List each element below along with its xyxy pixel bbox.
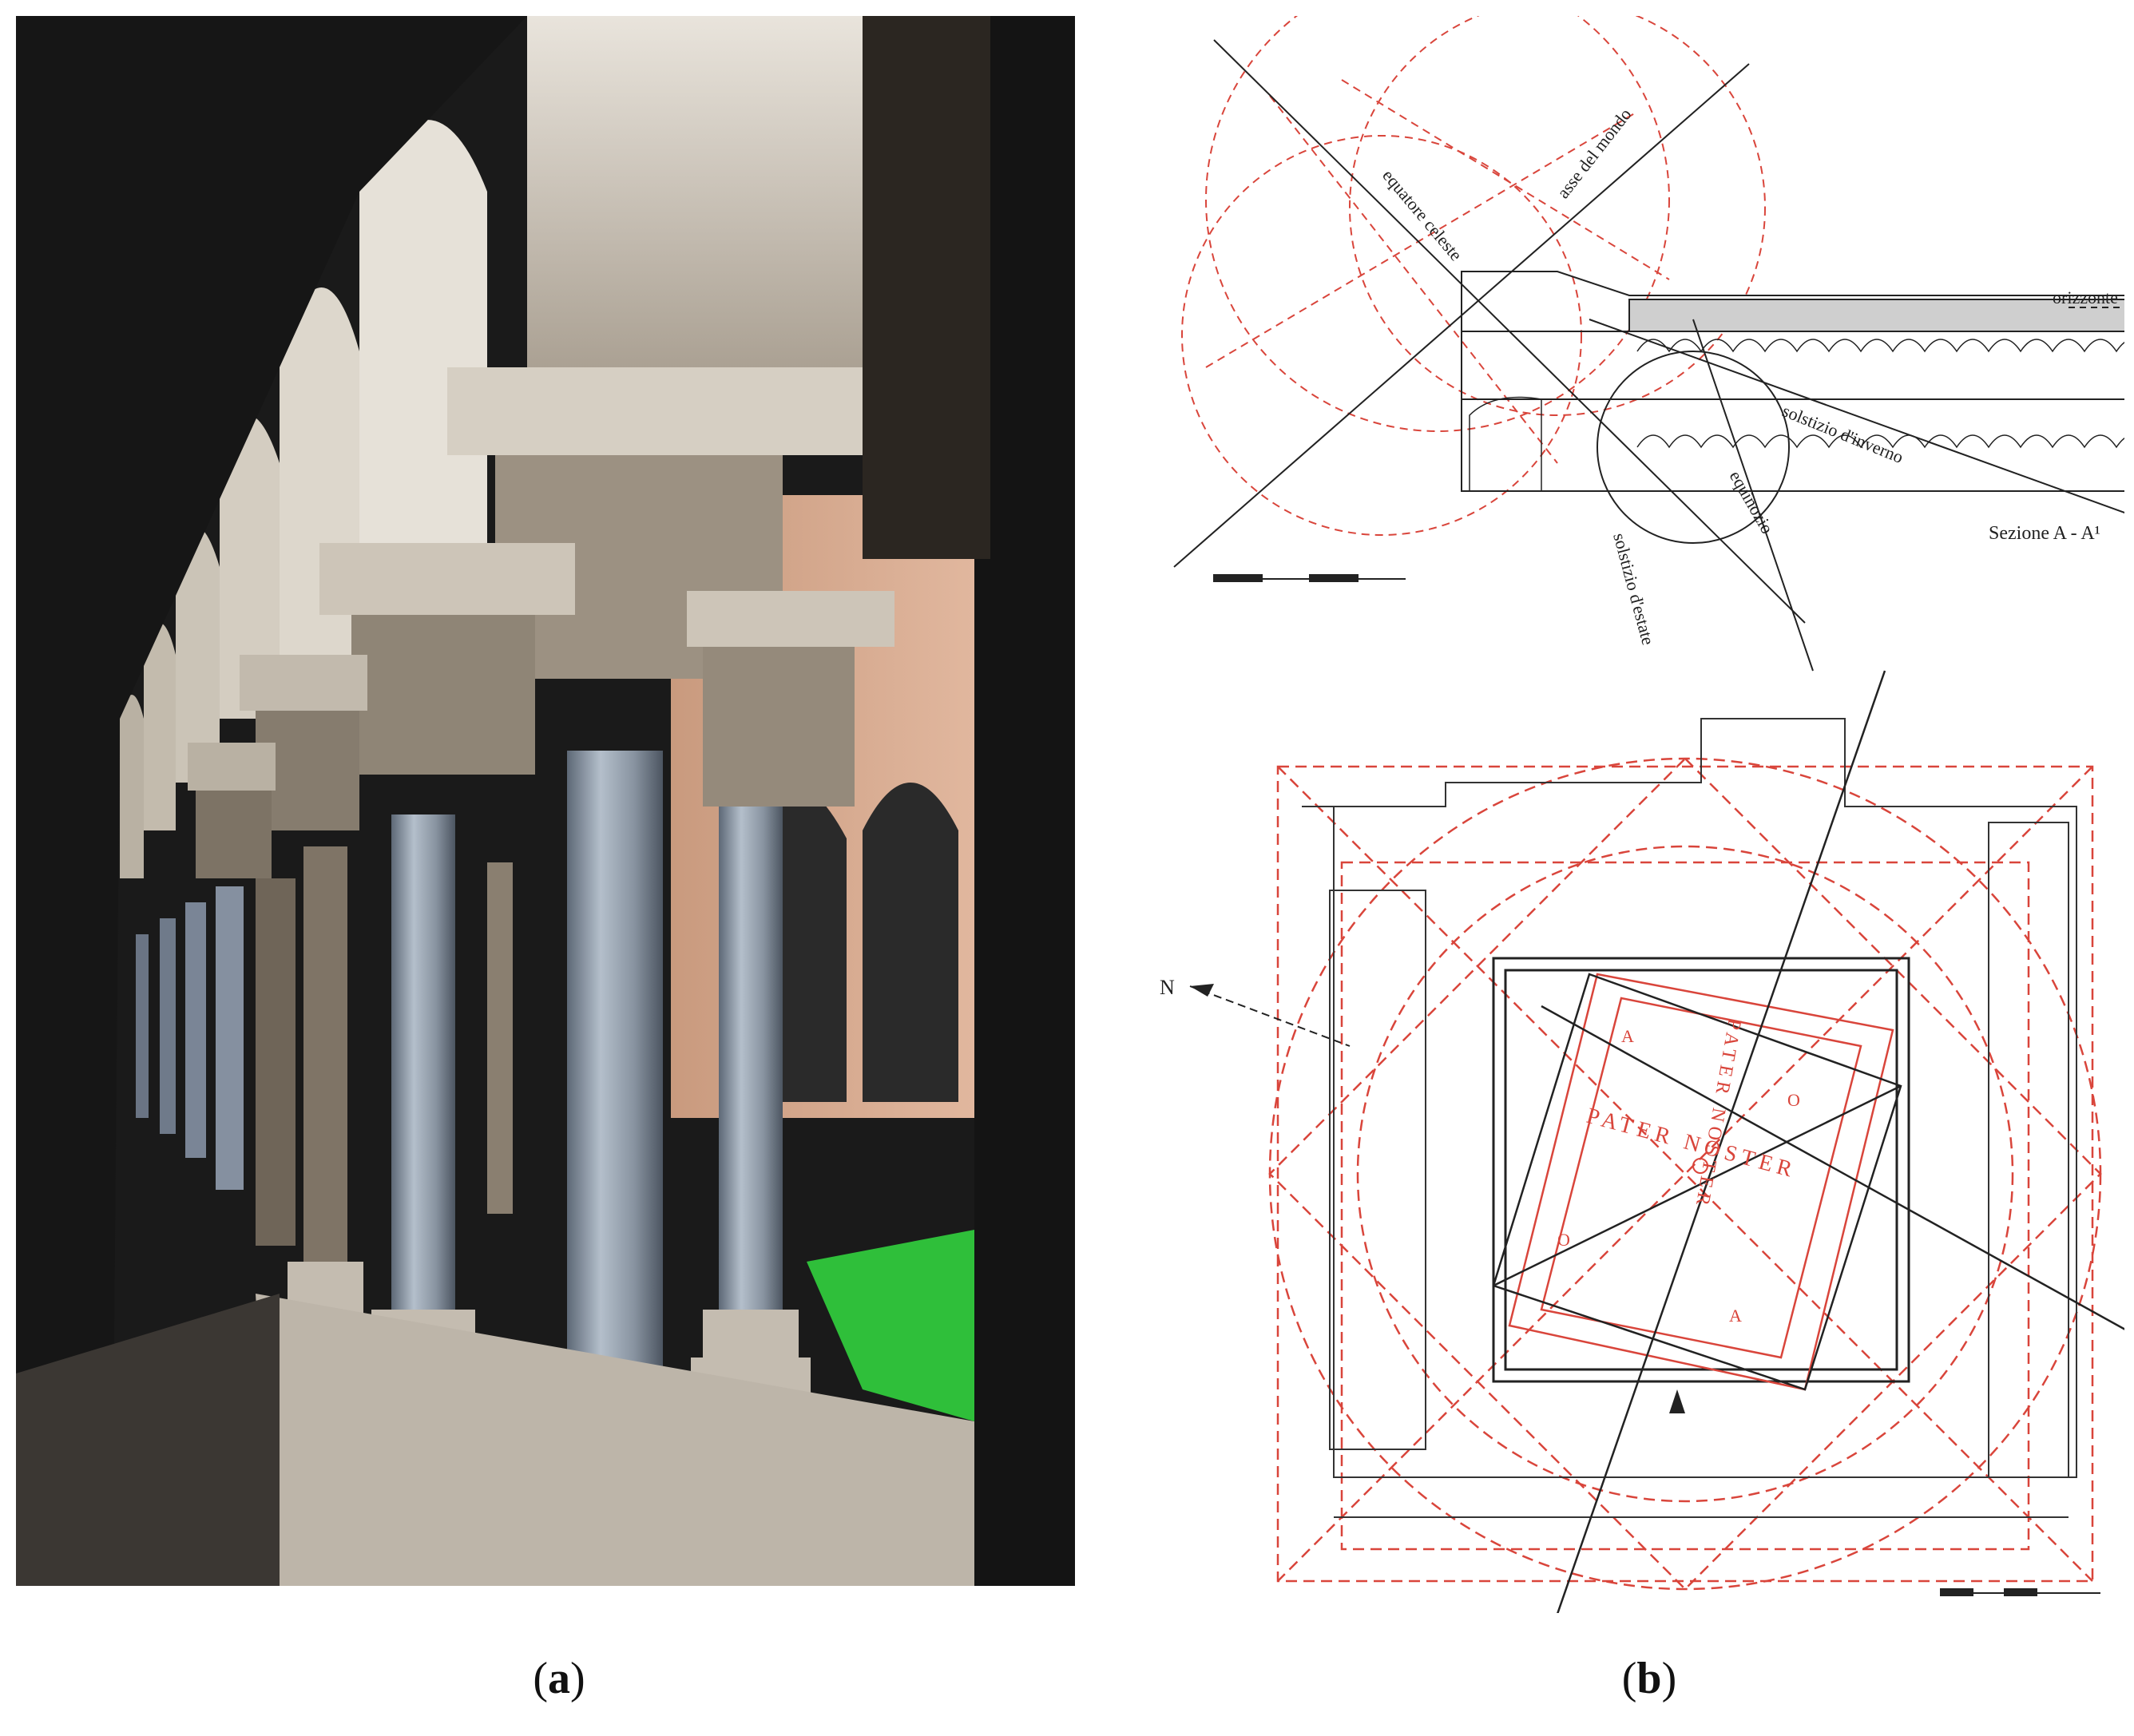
foreground-pillar [974,16,1075,1586]
section-construction-circles [1181,0,1766,536]
section-and-plan: equatore celeste asse del mondo orizzont… [1160,0,2134,1638]
section-reference-lines [1173,39,2134,672]
column-mid [391,814,455,1326]
foreground-capital [863,16,990,559]
plan-red-construction [1268,757,2102,1591]
section-scale-bar [1213,574,1406,582]
column-front [567,751,663,1445]
caption-b: (b) [1621,1654,1677,1703]
columns [136,751,783,1445]
far-arch-opening-2 [863,783,958,1102]
column-brown [303,846,347,1278]
north-arrow: N [1160,976,1351,1047]
parapet-ledge [256,1294,974,1586]
plan-black-geometry [1492,670,2133,1638]
plan-cloister-square [1492,957,1910,1383]
plan-drawing: N PATER NOSTER PATER NOSTER A O O A [1160,670,2133,1638]
cloister-photo [16,16,1075,1586]
left-shadow [16,16,527,1586]
column-right [719,807,783,1318]
caption-b-letter: b [1636,1654,1662,1703]
corner-letter-a2: A [1729,1306,1747,1326]
caption-a-letter: a [548,1654,570,1703]
label-sezione: Sezione A - A¹ [1989,523,2100,544]
label-solstizio-estate: solstizio d'estate [1609,531,1658,647]
plan-building-walls [1302,718,2077,1518]
section-building [1461,271,2134,492]
section-drawing: equatore celeste asse del mondo orizzont… [1173,0,2134,672]
corner-letter-a1: A [1621,1026,1639,1046]
section-arcade [1469,339,2134,491]
plan-inscriptions: PATER NOSTER PATER NOSTER A O O A [1557,1017,1805,1326]
capitals [188,367,894,878]
inscription-pater-noster-horizontal: PATER NOSTER [1584,1104,1799,1183]
plan-scale-bar [1940,1588,2100,1596]
courtyard-grass [807,1230,974,1421]
column-thin [487,862,513,1214]
corner-letter-o1: O [1787,1090,1805,1110]
caption-a: (a) [533,1654,585,1703]
label-asse-del-mondo: asse del mondo [1553,105,1635,202]
plan-center-point [1692,1158,1708,1174]
panel-b-drawings: equatore celeste asse del mondo orizzont… [1142,0,2134,1638]
label-orizzonte: orizzonte [2053,287,2118,307]
panel-a-cloister-photo [16,16,1075,1586]
entrance-arrow [1669,1389,1685,1413]
floor [16,1294,280,1586]
north-label: N [1160,976,1175,999]
corner-letter-o2: O [1557,1230,1575,1250]
label-equinozio: equinozio [1726,467,1778,537]
